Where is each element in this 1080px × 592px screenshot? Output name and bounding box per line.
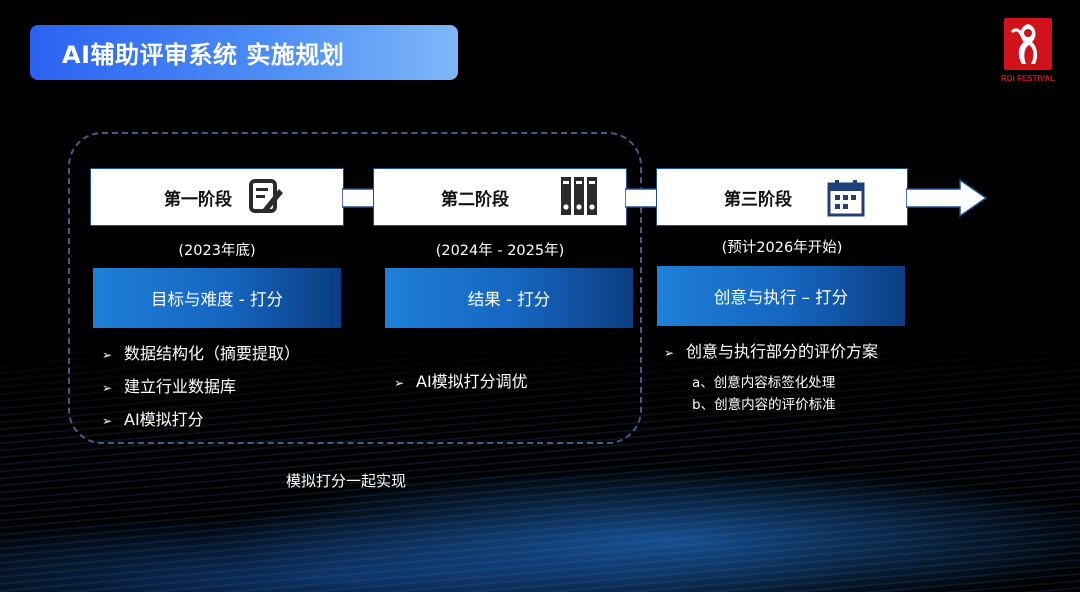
- stage-2-score-box: 结果 - 打分: [385, 268, 633, 328]
- rdi-festival-logo: RDI FESTIVAL: [998, 18, 1058, 88]
- stage-3-sub-item-b: b、创意内容的评价标准: [692, 397, 836, 413]
- stage-3-bullet-list: ➢创意与执行部分的评价方案: [664, 336, 878, 369]
- bullet-arrow-icon: ➢: [102, 381, 113, 395]
- list-item: ➢建立行业数据库: [102, 371, 300, 404]
- footnote-text: 模拟打分一起实现: [286, 472, 407, 490]
- stage-1-date: (2023年底): [178, 243, 256, 259]
- list-item: ➢AI模拟打分: [102, 404, 300, 437]
- stage-1-score-box: 目标与难度 - 打分: [93, 268, 341, 328]
- stage-2-bullet-list: ➢AI模拟打分调优: [394, 366, 528, 399]
- bullet-arrow-icon: ➢: [102, 414, 113, 428]
- binders-icon: [561, 177, 597, 215]
- logo-emblem: [1004, 18, 1052, 70]
- stage-1-label: 第一阶段: [164, 189, 232, 210]
- stage-3-label: 第三阶段: [724, 189, 792, 210]
- list-item: ➢创意与执行部分的评价方案: [664, 336, 878, 369]
- logo-figure-icon: [1010, 24, 1038, 64]
- stage-2-label: 第二阶段: [441, 189, 509, 210]
- stage-3-date: (预计2026年开始): [721, 240, 843, 256]
- list-item: ➢AI模拟打分调优: [394, 366, 528, 399]
- logo-text: RDI FESTIVAL: [1000, 74, 1056, 83]
- stage-3-score-box: 创意与执行 – 打分: [657, 266, 905, 326]
- bullet-arrow-icon: ➢: [394, 376, 405, 390]
- bullet-arrow-icon: ➢: [664, 346, 675, 360]
- phase-group-dashed-frame: [68, 132, 642, 444]
- stage-3-box: 第三阶段: [656, 168, 908, 226]
- title-banner: AI辅助评审系统 实施规划: [30, 25, 458, 80]
- edit-note-icon: [249, 179, 283, 213]
- stage-2-date: (2024年 - 2025年): [435, 243, 565, 259]
- bullet-arrow-icon: ➢: [102, 348, 113, 362]
- list-item: ➢数据结构化（摘要提取）: [102, 338, 300, 371]
- stage-2-box: 第二阶段: [373, 168, 627, 226]
- background-particle-wave: [0, 330, 1080, 592]
- stage-3-sub-item-a: a、创意内容标签化处理: [692, 375, 836, 391]
- stage-1-bullet-list: ➢数据结构化（摘要提取） ➢建立行业数据库 ➢AI模拟打分: [102, 338, 300, 437]
- page-title: AI辅助评审系统 实施规划: [62, 41, 345, 69]
- stage-3-continue-arrow: [906, 179, 988, 217]
- stage-1-box: 第一阶段: [90, 168, 344, 226]
- calendar-icon: [827, 180, 865, 217]
